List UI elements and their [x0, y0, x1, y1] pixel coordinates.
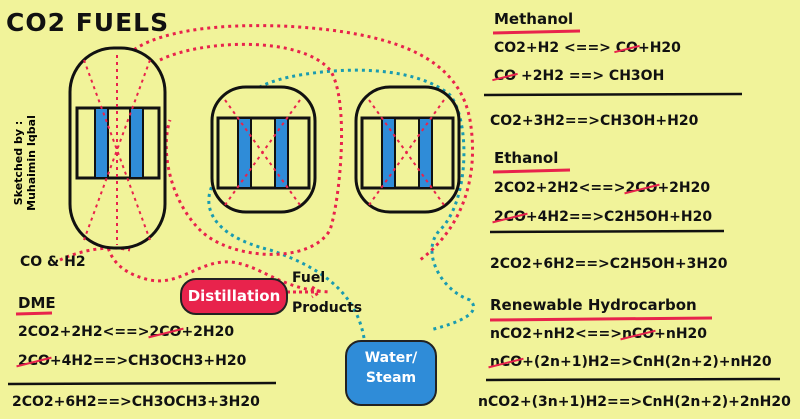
reactor-3	[354, 85, 461, 214]
eq-part: +2H20	[181, 324, 235, 340]
methanol-heading: Methanol	[494, 10, 574, 28]
eq-part: +(2n+1)H2=>CnH(2n+2)+nH20	[522, 354, 772, 370]
water-label-line-2: Steam	[365, 370, 417, 386]
eq-part: +H20	[637, 40, 681, 56]
products-label: Products	[292, 300, 363, 316]
reactor-2	[210, 85, 317, 214]
reactor-1	[68, 46, 167, 250]
ethanol-heading: Ethanol	[494, 149, 559, 167]
eq-cancelled: nCO	[490, 354, 523, 370]
dme-heading: DME	[18, 294, 56, 312]
dme-eq2: 2CO+4H2==>CH3OCH3+H20	[18, 353, 246, 369]
hydrocarbon-net: nCO2+(3n+1)H2==>CnH(2n+2)+2nH20	[478, 394, 791, 410]
dme-underline	[15, 311, 53, 316]
hydrocarbon-eq1: nCO2+nH2<==>nCO+nH20	[490, 326, 707, 342]
hydrocarbon-eq2: nCO+(2n+1)H2=>CnH(2n+2)+nH20	[490, 354, 772, 370]
eq-cancelled: 2CO	[625, 180, 658, 196]
eq-part: 2CO2+2H2<==>	[18, 324, 150, 340]
credit-line-1: Sketched by :	[12, 120, 25, 206]
eq-cancelled: CO	[615, 40, 638, 56]
ethanol-eq2: 2CO+4H2==>C2H5OH+H20	[494, 209, 712, 225]
dme-net: 2CO2+6H2==>CH3OCH3+3H20	[12, 394, 260, 410]
eq-part: +4H2==>C2H5OH+H20	[525, 209, 713, 225]
eq-cancelled: 2CO	[149, 324, 182, 340]
eq-cancelled: nCO	[621, 326, 655, 342]
methanol-eq2: CO +2H2 ==> CH3OH	[494, 68, 664, 84]
methanol-separator	[483, 92, 743, 97]
credit-line-2: Muhaimin Iqbal	[25, 115, 38, 211]
eq-cancelled: 2CO	[18, 353, 50, 369]
eq-cancelled: 2CO	[494, 209, 526, 225]
page-title: CO2 FUELS	[6, 8, 170, 37]
water-label-line-1: Water/	[364, 350, 418, 366]
water-steam-box: Water/ Steam	[345, 340, 437, 406]
hydrocarbon-separator	[485, 377, 781, 382]
ethanol-eq1: 2CO2+2H2<==>2CO+2H20	[494, 180, 710, 196]
fuel-label: Fuel	[292, 270, 326, 286]
eq-part: +4H2==>CH3OCH3+H20	[49, 353, 247, 369]
water-loop-line	[207, 68, 476, 346]
gas-loop-middle	[159, 42, 343, 256]
eq-part: +2H20	[657, 180, 711, 196]
dme-separator	[7, 381, 277, 386]
hydrocarbon-underline	[489, 316, 713, 322]
gas-to-products-line	[104, 199, 331, 294]
methanol-underline	[492, 29, 581, 35]
co-h2-label: CO & H2	[20, 254, 86, 270]
eq-cancelled: CO	[494, 68, 517, 84]
hydrocarbon-heading: Renewable Hydrocarbon	[490, 296, 697, 314]
eq-part: +nH20	[654, 326, 708, 342]
ethanol-underline	[492, 168, 571, 174]
credit-label: Sketched by : Muhaimin Iqbal	[12, 108, 38, 218]
methanol-eq1: CO2+H2 <==> CO+H20	[494, 40, 681, 56]
ethanol-net: 2CO2+6H2==>C2H5OH+3H20	[490, 256, 728, 272]
eq-part: nCO2+nH2<==>	[490, 326, 622, 342]
ethanol-separator	[489, 229, 725, 234]
eq-part: 2CO2+2H2<==>	[494, 180, 626, 196]
distillation-box: Distillation	[180, 278, 288, 315]
dme-eq1: 2CO2+2H2<==>2CO+2H20	[18, 324, 234, 340]
gas-loop-top	[118, 24, 475, 262]
eq-part: CO2+H2 <==>	[494, 40, 616, 56]
eq-part: +2H2 ==> CH3OH	[516, 68, 665, 84]
fuel-products-arrow	[287, 285, 323, 299]
methanol-net: CO2+3H2==>CH3OH+H20	[490, 113, 699, 129]
